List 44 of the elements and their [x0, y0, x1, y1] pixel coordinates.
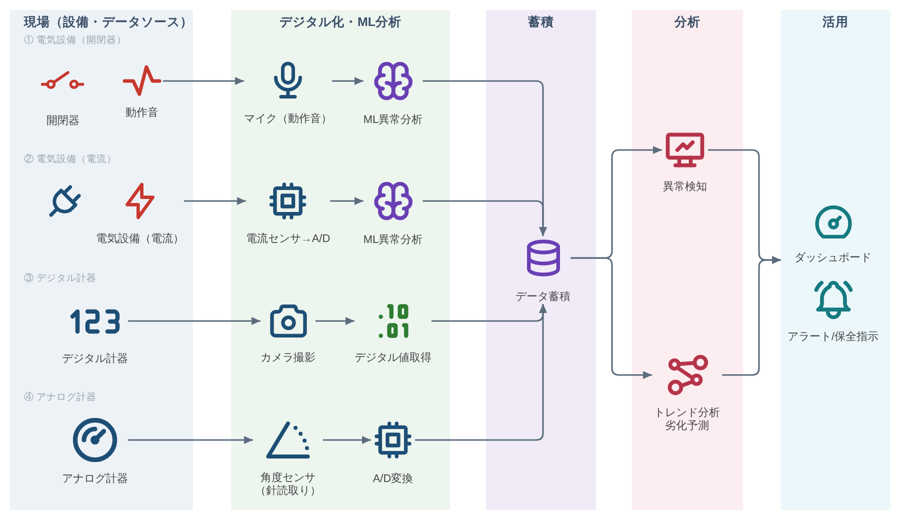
- icon-caption: ダッシュボード: [794, 252, 872, 265]
- section-label: ③ デジタル計器: [24, 273, 97, 285]
- swimlane: [486, 10, 596, 510]
- arrow: [163, 76, 244, 86]
- icon-caption: 開閉器: [46, 115, 80, 128]
- lane-title: 分析: [674, 14, 700, 30]
- lane-title: デジタル化・ML分析: [279, 14, 402, 30]
- section-label: ② 電気設備（電流）: [24, 154, 117, 166]
- swimlane: [632, 10, 743, 510]
- icon-caption: カメラ撮影: [260, 352, 316, 365]
- icon-caption: ML異常分析: [363, 234, 423, 247]
- icon-caption: デジタル値取得: [354, 352, 432, 365]
- arrow: [332, 76, 364, 86]
- icon-caption: 異常検知: [663, 181, 707, 194]
- swimlane: [231, 10, 450, 510]
- section-label: ④ アナログ計器: [24, 392, 97, 404]
- icon-caption: 角度センサ（針読取り）: [254, 472, 322, 498]
- icon-caption: マイク（動作音）: [244, 113, 332, 126]
- arrow: [128, 316, 260, 326]
- section-label: ① 電気設備（開閉器）: [24, 35, 127, 47]
- icon-caption: データ蓄積: [516, 291, 570, 304]
- arrow: [415, 304, 548, 441]
- arrow: [330, 196, 364, 206]
- icon-caption: 動作音: [126, 107, 158, 120]
- arrow: [323, 436, 371, 444]
- lane-title: 活用: [822, 14, 848, 30]
- icon-caption: アナログ計器: [62, 473, 128, 486]
- arrow: [316, 316, 354, 326]
- lane-title: 蓄積: [528, 14, 554, 30]
- arrow: [422, 200, 548, 236]
- icon-caption: ML異常分析: [363, 114, 423, 127]
- icon-caption: アラート/保全指示: [787, 331, 879, 344]
- icon-caption: デジタル計器: [62, 352, 128, 366]
- lane-title: 現場（設備・データソース）: [24, 14, 193, 30]
- arrow: [722, 256, 781, 376]
- icon-caption: 電気設備（電流）: [96, 233, 184, 246]
- arrow: [128, 436, 253, 444]
- swimlane: [781, 10, 890, 510]
- arrow: [184, 196, 246, 206]
- icon-caption: トレンド分析劣化予測: [653, 407, 721, 433]
- swimlane: [10, 10, 193, 510]
- icon-caption: A/D変換: [372, 473, 414, 486]
- icon-caption: 電流センサ→A/D: [246, 233, 330, 246]
- arrow: [570, 257, 652, 380]
